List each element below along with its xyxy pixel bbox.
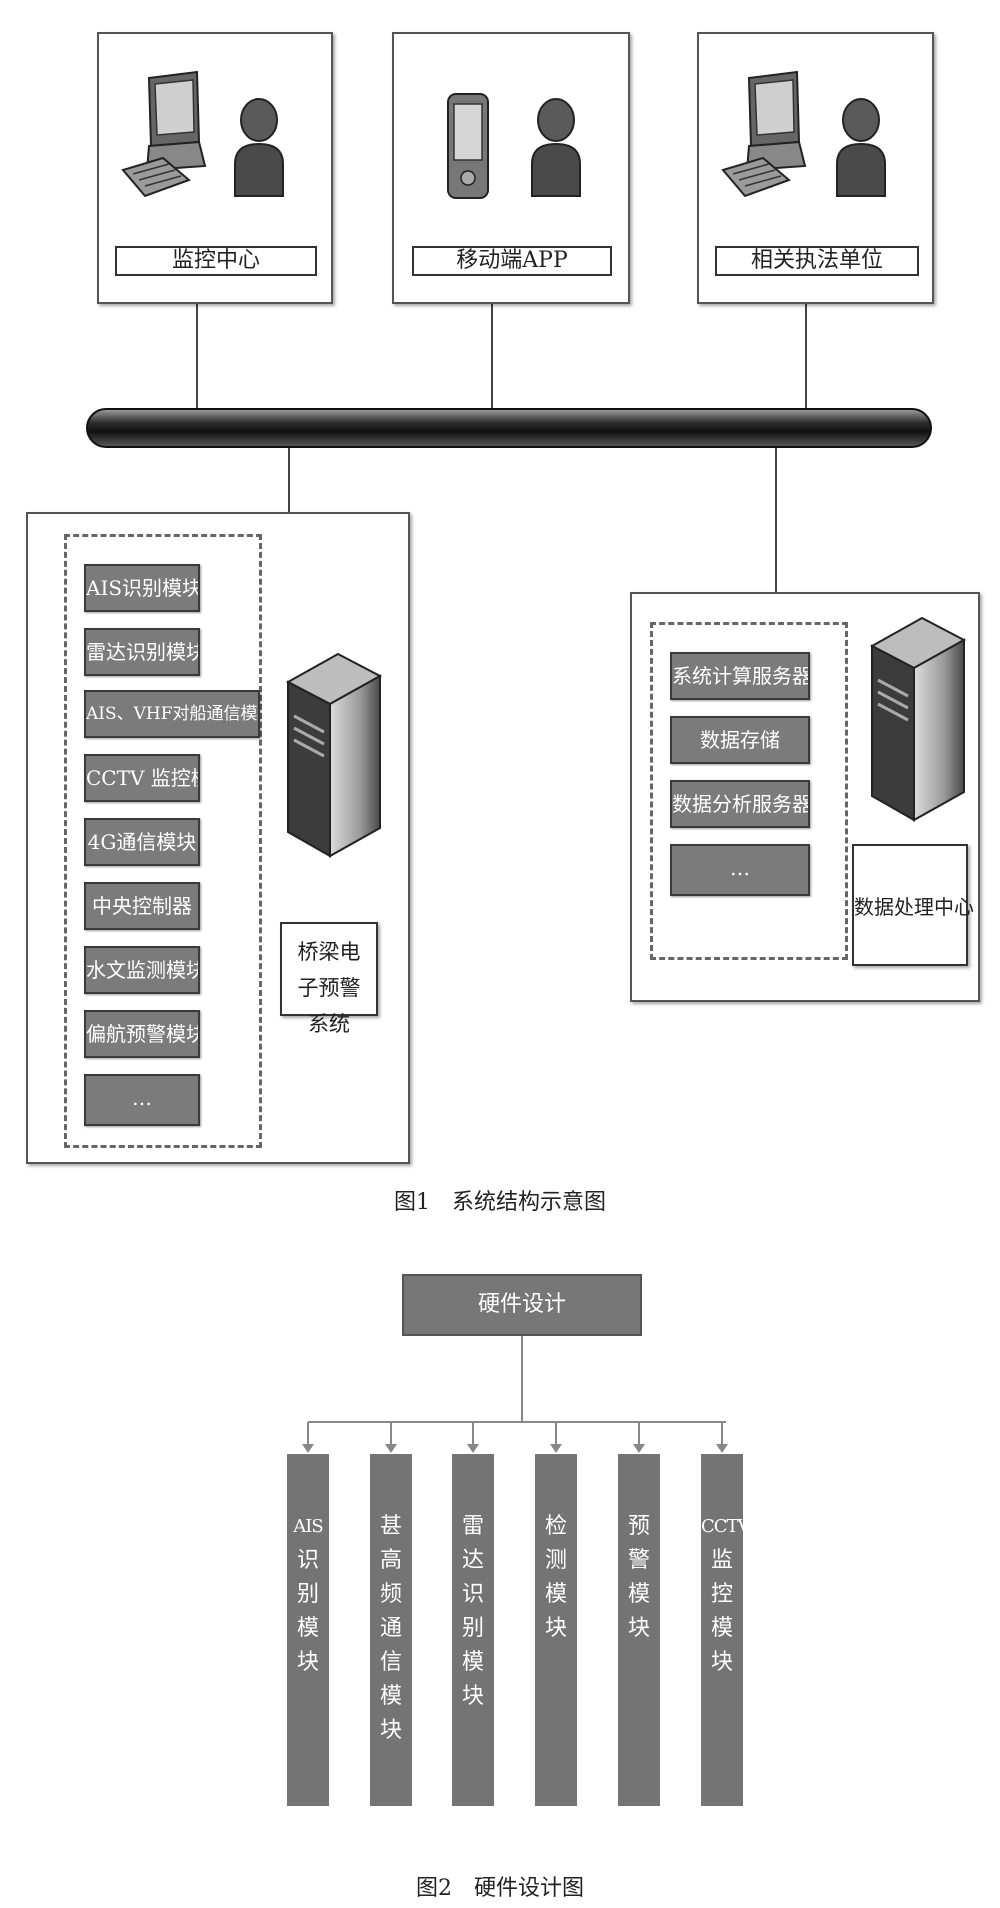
module-char: 识 — [296, 1548, 319, 1573]
module-char: 块 — [379, 1718, 402, 1743]
module-more: … — [670, 844, 810, 896]
module-char: 块 — [461, 1684, 484, 1709]
connector-line — [288, 446, 290, 512]
module-char: 模 — [296, 1616, 319, 1641]
hardware-module: 预警模块 — [618, 1454, 660, 1806]
module-analysis-server: 数据分析服务器 — [670, 780, 810, 828]
connector-line — [638, 1422, 640, 1446]
module-char: CCTV — [701, 1516, 743, 1537]
user-icon — [531, 98, 581, 197]
system-name-box: 桥梁电子预警系统 — [280, 922, 378, 1036]
hardware-module: 甚高频通信模块 — [370, 1454, 412, 1806]
figure-2-caption: 图2 硬件设计图 — [416, 1876, 584, 1901]
connector-line — [521, 1336, 523, 1422]
module-char: 控 — [710, 1582, 733, 1607]
connector-line — [308, 1421, 726, 1423]
hardware-design-root: 硬件设计 — [402, 1274, 642, 1336]
module-more: … — [84, 1074, 200, 1126]
monitor-center-box: 监控中心 — [97, 32, 333, 304]
arrow-head — [716, 1444, 728, 1453]
module-radar: 雷达识别模块 — [84, 628, 200, 676]
hardware-module: 检测模块 — [535, 1454, 577, 1806]
connector-line — [307, 1422, 309, 1446]
module-char: 雷 — [461, 1514, 484, 1539]
module-data-storage: 数据存储 — [670, 716, 810, 764]
module-char: 识 — [461, 1582, 484, 1607]
module-deviation: 偏航预警模块 — [84, 1010, 200, 1058]
arrow-head — [550, 1444, 562, 1453]
module-char: 别 — [296, 1582, 319, 1607]
law-enforcement-box: 相关执法单位 — [697, 32, 934, 304]
module-char: 块 — [710, 1650, 733, 1675]
module-char: 信 — [379, 1650, 402, 1675]
module-hydrology: 水文监测模块 — [84, 946, 200, 994]
computer-icon — [721, 70, 807, 198]
box-label: 移动端APP — [412, 246, 612, 276]
module-4g: 4G通信模块 — [84, 818, 200, 866]
data-center-panel: 系统计算服务器 数据存储 数据分析服务器 … 数据处理中心 — [630, 592, 980, 1002]
module-char: 模 — [710, 1616, 733, 1641]
arrow-head — [467, 1444, 479, 1453]
module-char: 甚 — [379, 1514, 402, 1539]
hardware-module: AIS 识别模块 — [287, 1454, 329, 1806]
module-char: 模 — [544, 1582, 567, 1607]
module-char: 别 — [461, 1616, 484, 1641]
module-char: 模 — [627, 1582, 650, 1607]
module-char: 块 — [544, 1616, 567, 1641]
computer-icon — [121, 70, 207, 198]
user-icon — [836, 98, 886, 197]
box-label: 监控中心 — [115, 246, 317, 276]
module-ais: AIS识别模块 — [84, 564, 200, 612]
server-icon — [285, 652, 383, 858]
module-char: 预 — [627, 1514, 650, 1539]
module-group — [64, 534, 262, 1148]
module-char: 块 — [296, 1650, 319, 1675]
module-char: AIS — [293, 1516, 323, 1537]
module-char: 监 — [710, 1548, 733, 1573]
connector-line — [390, 1422, 392, 1446]
server-icon — [869, 616, 967, 822]
arrow-head — [633, 1444, 645, 1453]
module-ais-vhf: AIS、VHF对船通信模块 — [84, 690, 260, 738]
network-bus — [86, 408, 932, 448]
system-name: 桥梁电子预警系统 — [297, 940, 361, 1036]
module-char: 模 — [461, 1650, 484, 1675]
module-char: 警 — [627, 1548, 650, 1573]
module-char: 模 — [379, 1684, 402, 1709]
module-char: 频 — [379, 1582, 402, 1607]
connector-line — [721, 1422, 723, 1446]
module-char: 块 — [627, 1616, 650, 1641]
user-icon — [234, 98, 284, 197]
arrow-head — [385, 1444, 397, 1453]
module-char: 通 — [379, 1616, 402, 1641]
module-char: 达 — [461, 1548, 484, 1573]
module-controller: 中央控制器 — [84, 882, 200, 930]
module-char: 检 — [544, 1514, 567, 1539]
connector-line — [196, 304, 198, 410]
module-char: 高 — [379, 1548, 402, 1573]
module-compute-server: 系统计算服务器 — [670, 652, 810, 700]
data-center-box: 数据处理中心 — [852, 844, 974, 966]
connector-line — [775, 446, 777, 592]
mobile-app-box: 移动端APP — [392, 32, 630, 304]
module-char: 测 — [544, 1548, 567, 1573]
hardware-module: 雷达识别模块 — [452, 1454, 494, 1806]
figure-1-caption: 图1 系统结构示意图 — [394, 1190, 606, 1215]
arrow-head — [302, 1444, 314, 1453]
connector-line — [472, 1422, 474, 1446]
server-group — [650, 622, 848, 960]
connector-line — [805, 304, 807, 410]
connector-line — [491, 304, 493, 410]
phone-icon — [447, 93, 489, 199]
connector-line — [555, 1422, 557, 1446]
data-center-name: 数据处理中心 — [854, 895, 974, 919]
box-label: 相关执法单位 — [715, 246, 919, 276]
